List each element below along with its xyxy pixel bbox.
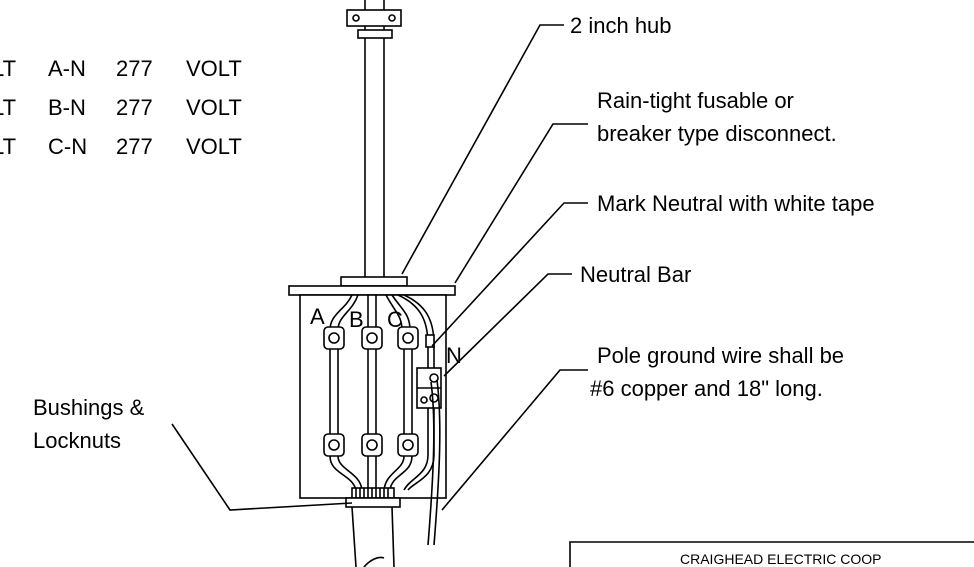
strap-screw-icon [352,14,360,22]
voltage-row-b-prefix: LT [0,95,16,120]
leader-lines [171,24,588,511]
neutral-bar [416,334,442,409]
phase-label-c: C [387,307,403,332]
voltage-row-a-unit: VOLT [186,56,242,81]
callout-bushings-line1: Bushings & [33,395,145,420]
strap-clamp [357,29,393,39]
leader-neutral-bar [443,273,572,377]
load-terminals [323,433,419,457]
disconnect-lid [288,285,456,296]
phase-label-a: A [310,304,325,329]
neutral-screw-icon [420,396,428,404]
callout-ground-line1: Pole ground wire shall be [597,343,844,368]
pole-ground-wire [433,379,441,546]
voltage-row-b-value: 277 [116,95,153,120]
terminal-a-bottom [323,433,345,457]
voltage-row-c-value: 277 [116,134,153,159]
conduit-strap [346,9,402,27]
voltage-table: LT A-N 277 VOLT LT B-N 277 VOLT LT C-N 2… [0,56,242,159]
leader-disconnect [454,123,588,284]
voltage-row-a-phase: A-N [48,56,86,81]
terminal-a-top [323,326,345,350]
neutral-screw-icon [429,373,439,383]
terminal-c-top [397,326,419,350]
leader-bushings [171,423,353,511]
line-terminals [323,326,419,350]
voltage-row-b-unit: VOLT [186,95,242,120]
terminal-b-bottom [361,433,383,457]
voltage-row-c-unit: VOLT [186,134,242,159]
white-tape-mark [425,334,435,348]
voltage-row-c-prefix: LT [0,134,16,159]
voltage-row-a-value: 277 [116,56,153,81]
callout-bushings-line2: Locknuts [33,428,121,453]
title-block: CRAIGHEAD ELECTRIC COOP [569,541,974,567]
leader-hub [401,24,564,275]
hub [340,276,408,287]
terminal-b-top [361,326,383,350]
voltage-row-c-phase: C-N [48,134,87,159]
callout-disconnect-line2: breaker type disconnect. [597,121,837,146]
strap-screw-icon [388,14,396,22]
callout-ground-line2: #6 copper and 18" long. [590,376,823,401]
terminal-c-bottom [397,433,419,457]
callout-neutral-bar: Neutral Bar [580,262,691,287]
voltage-row-a-prefix: LT [0,56,16,81]
voltage-row-b-phase: B-N [48,95,86,120]
callout-neutral-tape: Mark Neutral with white tape [597,191,875,216]
leader-neutral-tape [431,202,588,347]
title-block-company: CRAIGHEAD ELECTRIC COOP [680,551,881,567]
callout-hub: 2 inch hub [570,13,672,38]
bushing-locknut [345,487,401,508]
phase-label-n: N [446,343,462,368]
callout-disconnect-line1: Rain-tight fusable or [597,88,794,113]
lower-conduit [351,506,395,567]
leader-ground-wire [441,369,588,511]
fuse-links [329,349,413,434]
riser-conduit [346,0,402,278]
locknut [345,497,401,508]
phase-label-b: B [349,307,364,332]
